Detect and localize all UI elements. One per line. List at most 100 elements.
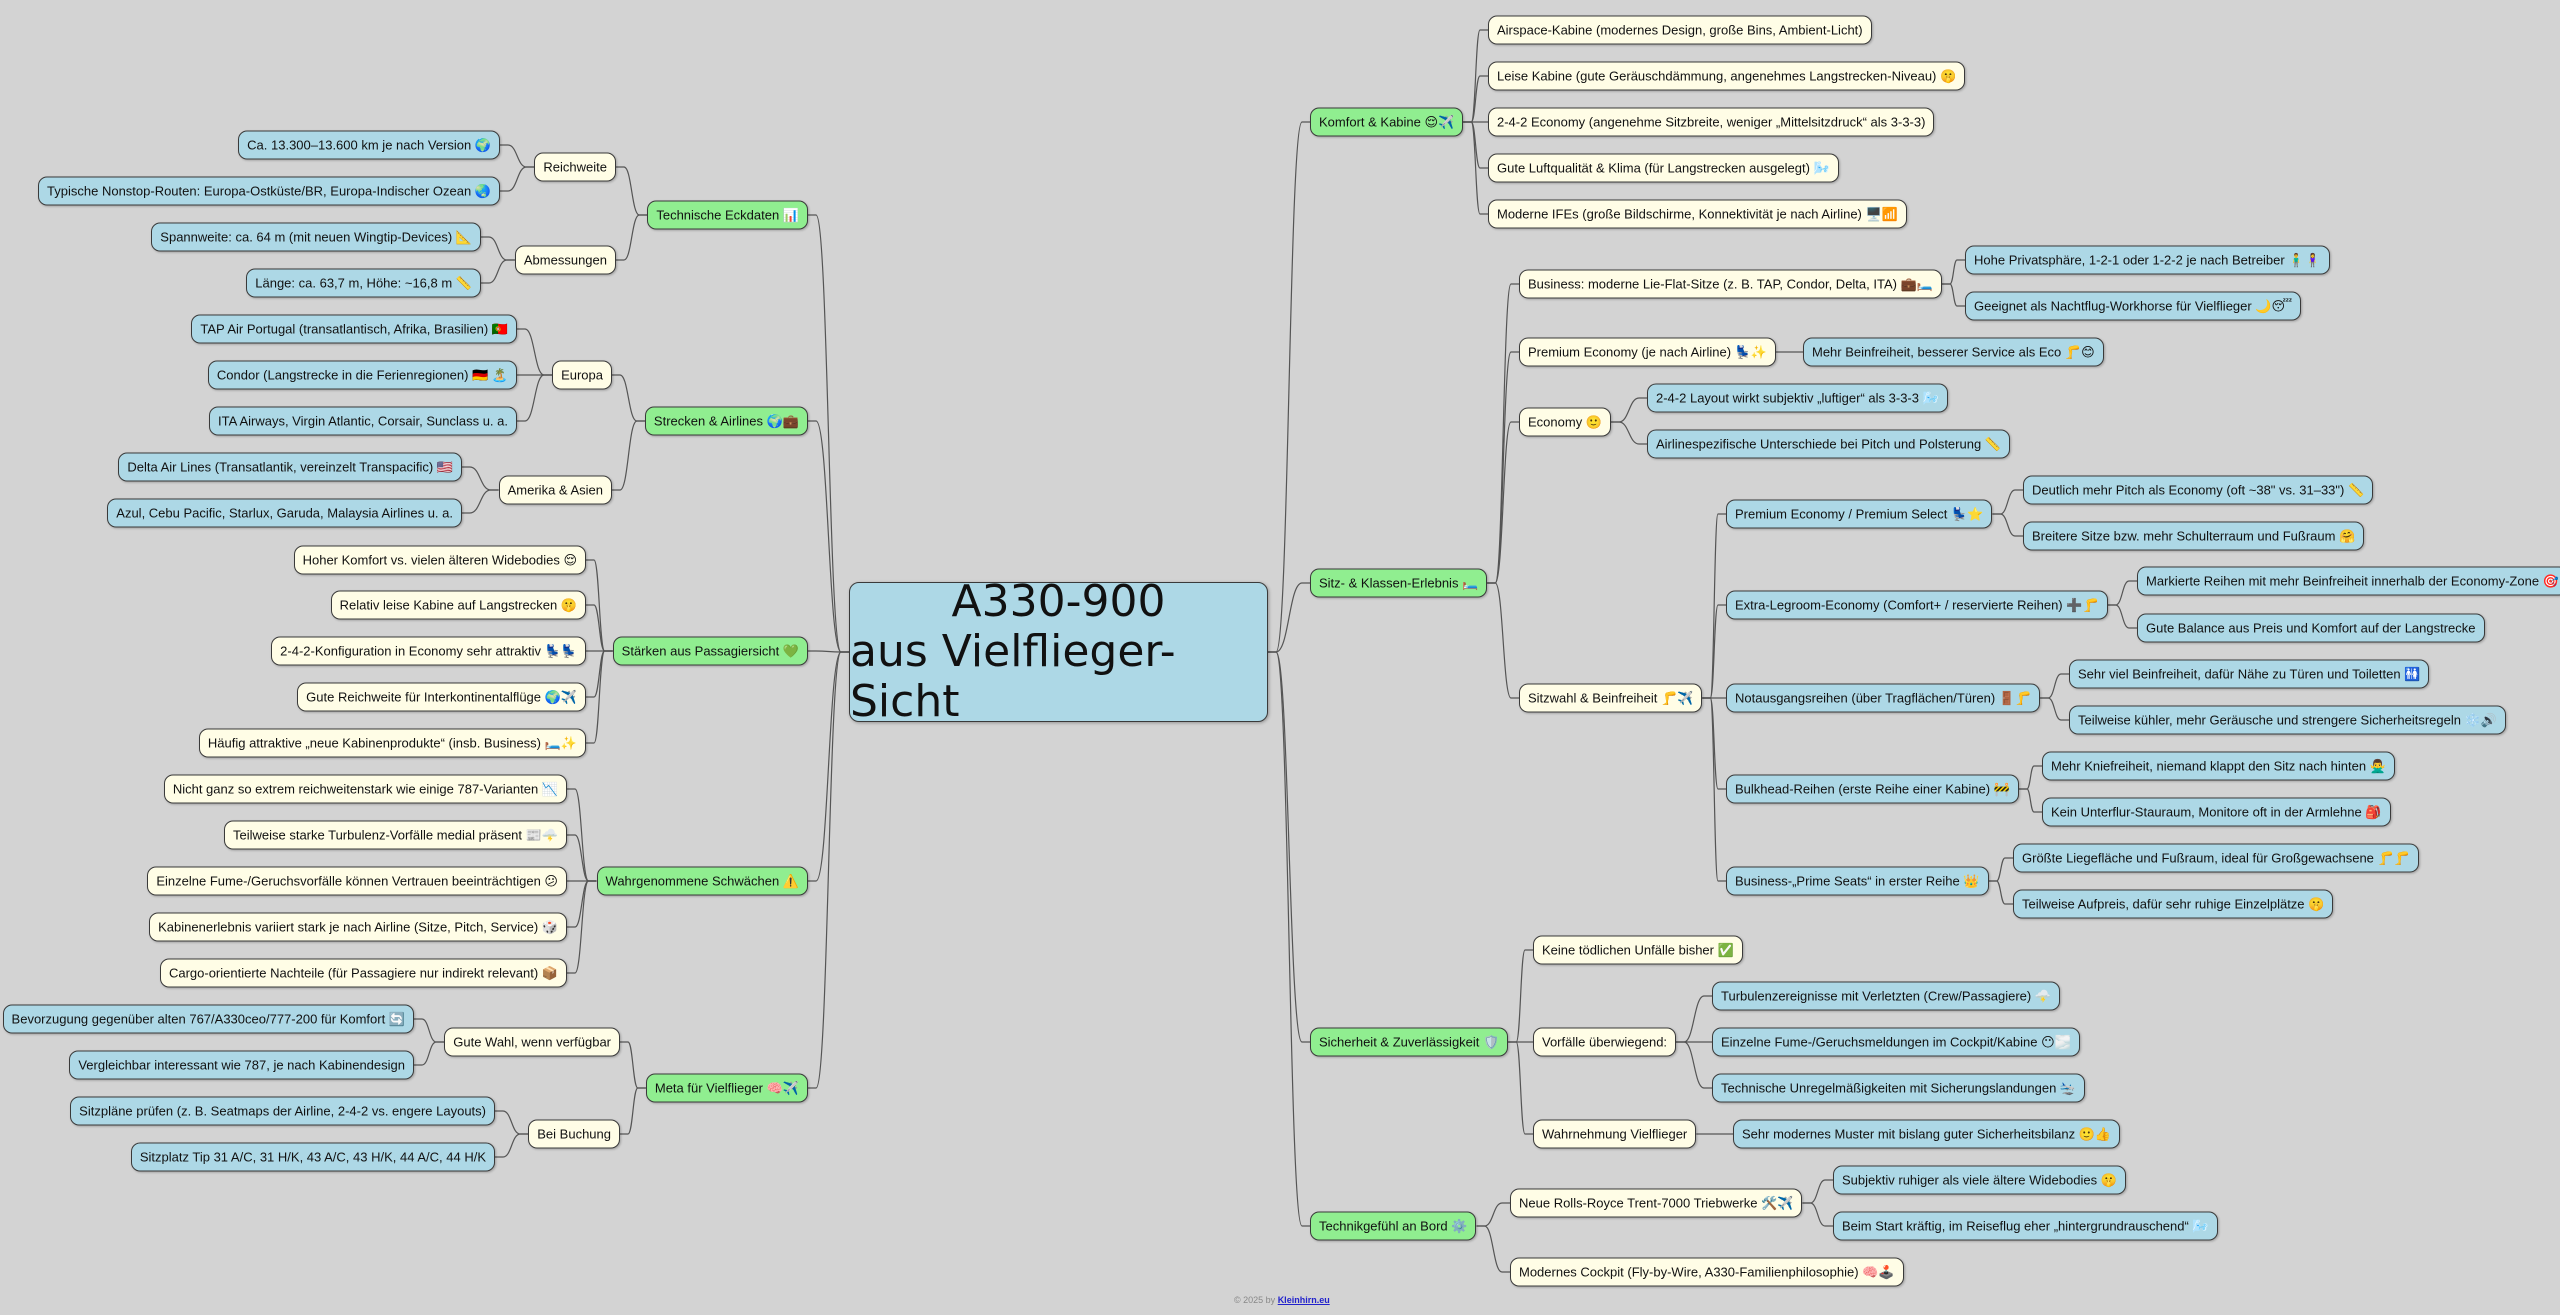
leaf-node[interactable]: Einzelne Fume-/Geruchsmeldungen im Cockp… bbox=[1712, 1027, 2080, 1057]
leaf-node[interactable]: Sehr viel Beinfreiheit, dafür Nähe zu Tü… bbox=[2069, 659, 2430, 689]
node-vorfaelle[interactable]: Vorfälle überwiegend: bbox=[1533, 1027, 1677, 1057]
connector-line bbox=[462, 489, 499, 514]
leaf-node[interactable]: Azul, Cebu Pacific, Starlux, Garuda, Mal… bbox=[107, 498, 462, 528]
node-premium-economy[interactable]: Premium Economy (je nach Airline) 💺✨ bbox=[1519, 337, 1777, 367]
leaf-node[interactable]: Ca. 13.300–13.600 km je nach Version 🌍 bbox=[238, 130, 500, 160]
node-extra-legroom[interactable]: Extra-Legroom-Economy (Comfort+ / reserv… bbox=[1726, 590, 2108, 620]
branch-schwaechen[interactable]: Wahrgenommene Schwächen ⚠️ bbox=[596, 866, 808, 896]
connector-line bbox=[1487, 582, 1519, 699]
leaf-node[interactable]: 2-4-2 Economy (angenehme Sitzbreite, wen… bbox=[1488, 107, 1935, 137]
connector-line bbox=[517, 328, 553, 376]
leaf-node[interactable]: Teilweise starke Turbulenz-Vorfälle medi… bbox=[223, 820, 567, 850]
leaf-node[interactable]: ITA Airways, Virgin Atlantic, Corsair, S… bbox=[209, 406, 517, 436]
leaf-node[interactable]: Airspace-Kabine (modernes Design, große … bbox=[1488, 15, 1872, 45]
connector-line bbox=[1802, 1202, 1833, 1227]
connector-line bbox=[808, 650, 849, 653]
leaf-node[interactable]: Sitzpläne prüfen (z. B. Seatmaps der Air… bbox=[70, 1096, 495, 1126]
connector-line bbox=[1463, 75, 1488, 123]
leaf-node[interactable]: Typische Nonstop-Routen: Europa-Ostküste… bbox=[38, 176, 500, 206]
leaf-node[interactable]: Markierte Reihen mit mehr Beinfreiheit i… bbox=[2137, 566, 2560, 596]
footer-link[interactable]: Kleinhirn.eu bbox=[1277, 1295, 1330, 1305]
leaf-node[interactable]: Turbulenzereignisse mit Verletzten (Crew… bbox=[1712, 981, 2061, 1011]
node-prime-seats[interactable]: Business-„Prime Seats“ in erster Reihe 👑 bbox=[1726, 866, 1989, 896]
leaf-node[interactable]: Technische Unregelmäßigkeiten mit Sicher… bbox=[1712, 1073, 2086, 1103]
leaf-node[interactable]: Bevorzugung gegenüber alten 767/A330ceo/… bbox=[2, 1004, 414, 1034]
leaf-node[interactable]: Sitzplatz Tip 31 A/C, 31 H/K, 43 A/C, 43… bbox=[130, 1142, 495, 1172]
leaf-node[interactable]: Relativ leise Kabine auf Langstrecken 🤫 bbox=[330, 590, 586, 620]
leaf-node[interactable]: Häufig attraktive „neue Kabinenprodukte“… bbox=[198, 728, 586, 758]
leaf-node[interactable]: Hoher Komfort vs. vielen älteren Widebod… bbox=[293, 545, 586, 575]
leaf-node[interactable]: Einzelne Fume-/Geruchsvorfälle können Ve… bbox=[147, 866, 567, 896]
leaf-node[interactable]: Cargo-orientierte Nachteile (für Passagi… bbox=[159, 958, 567, 988]
connector-line bbox=[1476, 1225, 1510, 1273]
node-wahrnehmung[interactable]: Wahrnehmung Vielflieger bbox=[1533, 1119, 1697, 1149]
leaf-node[interactable]: Größte Liegefläche und Fußraum, ideal fü… bbox=[2013, 843, 2419, 873]
connector-line bbox=[2018, 788, 2042, 813]
central-topic-line1: A330-900 bbox=[951, 576, 1166, 627]
branch-komfort-kabine[interactable]: Komfort & Kabine 😌✈️ bbox=[1310, 107, 1464, 137]
node-bulkhead[interactable]: Bulkhead-Reihen (erste Reihe einer Kabin… bbox=[1726, 774, 2019, 804]
branch-sitz-klassen[interactable]: Sitz- & Klassen-Erlebnis 🛏️ bbox=[1310, 568, 1488, 598]
leaf-node[interactable]: Keine tödlichen Unfälle bisher ✅ bbox=[1533, 935, 1743, 965]
branch-meta-vielflieger[interactable]: Meta für Vielflieger 🧠✈️ bbox=[645, 1073, 808, 1103]
connector-line bbox=[620, 1087, 646, 1135]
leaf-node[interactable]: Länge: ca. 63,7 m, Höhe: ~16,8 m 📏 bbox=[246, 268, 481, 298]
leaf-node[interactable]: Mehr Beinfreiheit, besserer Service als … bbox=[1803, 337, 2104, 367]
leaf-node[interactable]: Gute Balance aus Preis und Komfort auf d… bbox=[2137, 613, 2485, 643]
node-europa[interactable]: Europa bbox=[552, 360, 612, 390]
leaf-node[interactable]: TAP Air Portugal (transatlantisch, Afrik… bbox=[191, 314, 517, 344]
leaf-node[interactable]: Hohe Privatsphäre, 1-2-1 oder 1-2-2 je n… bbox=[1965, 245, 2330, 275]
connector-line bbox=[1676, 1041, 1712, 1089]
central-topic[interactable]: A330-900 aus Vielflieger-Sicht bbox=[849, 577, 1268, 727]
leaf-node[interactable]: Subjektiv ruhiger als viele ältere Wideb… bbox=[1833, 1165, 2126, 1195]
connector-line bbox=[414, 1018, 445, 1043]
leaf-node[interactable]: Delta Air Lines (Transatlantik, vereinze… bbox=[118, 452, 462, 482]
node-abmessungen[interactable]: Abmessungen bbox=[514, 245, 616, 275]
leaf-node[interactable]: Breitere Sitze bzw. mehr Schulterraum un… bbox=[2023, 521, 2365, 551]
node-gute-wahl[interactable]: Gute Wahl, wenn verfügbar bbox=[444, 1027, 620, 1057]
node-triebwerke[interactable]: Neue Rolls-Royce Trent-7000 Triebwerke 🛠… bbox=[1510, 1188, 1803, 1218]
connector-line bbox=[1992, 489, 2023, 515]
leaf-node[interactable]: Sehr modernes Muster mit bislang guter S… bbox=[1733, 1119, 2121, 1149]
connector-line bbox=[1611, 421, 1647, 445]
leaf-node[interactable]: Teilweise kühler, mehr Geräusche und str… bbox=[2069, 705, 2506, 735]
leaf-node[interactable]: Kabinenerlebnis variiert stark je nach A… bbox=[149, 912, 567, 942]
leaf-node[interactable]: Condor (Langstrecke in die Ferienregione… bbox=[207, 360, 517, 390]
node-reichweite[interactable]: Reichweite bbox=[534, 152, 616, 182]
leaf-node[interactable]: Kein Unterflur-Stauraum, Monitore oft in… bbox=[2042, 797, 2391, 827]
leaf-node[interactable]: Gute Reichweite für Interkontinentalflüg… bbox=[297, 682, 586, 712]
connector-line bbox=[481, 259, 515, 284]
connector-line bbox=[1508, 949, 1533, 1043]
node-economy[interactable]: Economy 🙂 bbox=[1519, 407, 1611, 437]
branch-sicherheit[interactable]: Sicherheit & Zuverlässigkeit 🛡️ bbox=[1310, 1027, 1509, 1057]
connector-line bbox=[1476, 1202, 1510, 1227]
node-premium-select[interactable]: Premium Economy / Premium Select 💺⭐ bbox=[1726, 499, 1993, 529]
leaf-node[interactable]: Spannweite: ca. 64 m (mit neuen Wingtip-… bbox=[151, 222, 481, 252]
leaf-node[interactable]: 2-4-2-Konfiguration in Economy sehr attr… bbox=[271, 636, 586, 666]
branch-technikgefuehl[interactable]: Technikgefühl an Bord ⚙️ bbox=[1310, 1211, 1477, 1241]
branch-staerken[interactable]: Stärken aus Passagiersicht 💚 bbox=[612, 636, 808, 666]
node-notausgang[interactable]: Notausgangsreihen (über Tragflächen/Türe… bbox=[1726, 683, 2041, 713]
leaf-node[interactable]: Moderne IFEs (große Bildschirme, Konnekt… bbox=[1488, 199, 1907, 229]
leaf-node[interactable]: Airlinespezifische Unterschiede bei Pitc… bbox=[1647, 429, 2010, 459]
leaf-node[interactable]: Geeignet als Nachtflug-Workhorse für Vie… bbox=[1965, 291, 2302, 321]
leaf-node[interactable]: 2-4-2 Layout wirkt subjektiv „luftiger“ … bbox=[1647, 383, 1948, 413]
node-business[interactable]: Business: moderne Lie-Flat-Sitze (z. B. … bbox=[1519, 269, 1942, 299]
node-amerika-asien[interactable]: Amerika & Asien bbox=[498, 475, 612, 505]
leaf-node[interactable]: Teilweise Aufpreis, dafür sehr ruhige Ei… bbox=[2013, 889, 2334, 919]
connector-line bbox=[1463, 29, 1488, 123]
leaf-node[interactable]: Deutlich mehr Pitch als Economy (oft ~38… bbox=[2023, 475, 2374, 505]
node-cockpit[interactable]: Modernes Cockpit (Fly-by-Wire, A330-Fami… bbox=[1510, 1257, 1904, 1287]
connector-line bbox=[1463, 121, 1488, 169]
leaf-node[interactable]: Nicht ganz so extrem reichweitenstark wi… bbox=[163, 774, 567, 804]
leaf-node[interactable]: Gute Luftqualität & Klima (für Langstrec… bbox=[1488, 153, 1839, 183]
branch-strecken-airlines[interactable]: Strecken & Airlines 🌍💼 bbox=[644, 406, 808, 436]
leaf-node[interactable]: Mehr Kniefreiheit, niemand klappt den Si… bbox=[2042, 751, 2395, 781]
node-bei-buchung[interactable]: Bei Buchung bbox=[528, 1119, 620, 1149]
leaf-node[interactable]: Beim Start kräftig, im Reiseflug eher „h… bbox=[1833, 1211, 2218, 1241]
connector-line bbox=[481, 236, 515, 261]
branch-technische-eckdaten[interactable]: Technische Eckdaten 📊 bbox=[647, 200, 808, 230]
leaf-node[interactable]: Vergleichbar interessant wie 787, je nac… bbox=[69, 1050, 414, 1080]
node-sitzwahl[interactable]: Sitzwahl & Beinfreiheit 🦵✈️ bbox=[1519, 683, 1703, 713]
leaf-node[interactable]: Leise Kabine (gute Geräuschdämmung, ange… bbox=[1488, 61, 1966, 91]
